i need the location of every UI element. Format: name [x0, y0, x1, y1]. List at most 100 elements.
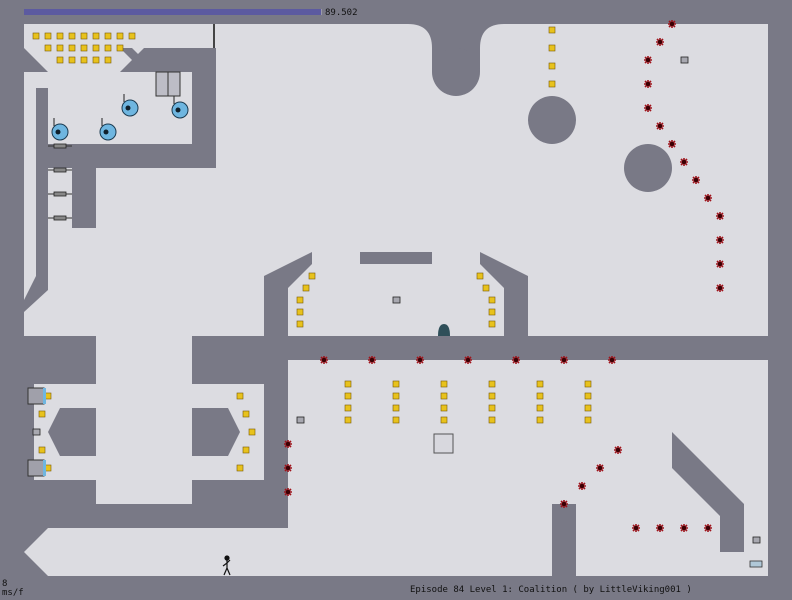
wall-block	[72, 144, 96, 228]
frame-speed-unit: ms/f	[2, 588, 24, 598]
mine-icon	[644, 80, 652, 88]
ninja-head	[224, 555, 230, 561]
mine-icon	[512, 356, 520, 364]
gold-icon	[584, 392, 592, 400]
mine-icon	[716, 212, 724, 220]
ninja-body	[222, 559, 231, 576]
mine-core	[705, 525, 711, 531]
gold-icon	[488, 296, 496, 304]
gold-icon	[248, 428, 256, 436]
gold-icon	[440, 416, 448, 424]
mine-core	[657, 39, 663, 45]
mine-core	[645, 81, 651, 87]
mine-core	[609, 357, 615, 363]
mine-icon	[632, 524, 640, 532]
gold-icon	[392, 404, 400, 412]
zap-drone-icon	[438, 324, 450, 336]
gauss-turret-icon	[51, 118, 69, 141]
mine-core	[669, 21, 675, 27]
gold-icon	[56, 44, 64, 52]
wall-block	[24, 384, 34, 480]
gold-icon	[80, 44, 88, 52]
mine-icon	[704, 194, 712, 202]
time-bar-fill	[24, 9, 321, 15]
gold-icon	[536, 392, 544, 400]
mine-core	[717, 213, 723, 219]
mine-icon	[578, 482, 586, 490]
mine-core	[513, 357, 519, 363]
mine-core	[717, 285, 723, 291]
wall-block	[288, 336, 768, 360]
level-title: Episode 84 Level 1: Coalition ( by Littl…	[410, 585, 692, 595]
gold-icon	[236, 392, 244, 400]
wall-block	[360, 252, 432, 264]
gold-icon	[56, 56, 64, 64]
gold-icon	[80, 56, 88, 64]
mine-icon	[560, 500, 568, 508]
gold-icon	[296, 308, 304, 316]
mine-icon	[644, 56, 652, 64]
mine-icon	[464, 356, 472, 364]
wall-slope	[480, 252, 528, 336]
gold-icon	[440, 392, 448, 400]
locked-door-icon	[27, 459, 45, 477]
mine-icon	[656, 122, 664, 130]
mine-icon	[680, 524, 688, 532]
gold-icon	[68, 56, 76, 64]
wall-block	[24, 504, 96, 528]
wall-block	[24, 336, 96, 384]
mine-core	[705, 195, 711, 201]
mine-core	[597, 465, 603, 471]
gold-icon	[344, 416, 352, 424]
switch-icon	[680, 56, 689, 64]
gold-icon	[296, 296, 304, 304]
gold-icon	[536, 380, 544, 388]
mine-icon	[284, 440, 292, 448]
floor-area	[24, 528, 584, 576]
gold-icon	[242, 410, 250, 418]
launch-pad-icon	[53, 191, 67, 197]
gold-icon	[392, 392, 400, 400]
gold-icon	[308, 272, 316, 280]
gold-icon	[44, 32, 52, 40]
gold-icon	[488, 380, 496, 388]
gold-icon	[302, 284, 310, 292]
gold-icon	[392, 380, 400, 388]
wall-slope	[120, 48, 216, 72]
gold-icon	[392, 416, 400, 424]
locked-door-icon	[27, 387, 45, 405]
gold-icon	[536, 404, 544, 412]
gold-icon	[482, 284, 490, 292]
mine-icon	[596, 464, 604, 472]
floor-area	[96, 336, 192, 504]
wall-slope	[24, 552, 48, 576]
gold-icon	[116, 32, 124, 40]
mine-icon	[284, 488, 292, 496]
wall-slope	[24, 528, 48, 552]
mine-core	[417, 357, 423, 363]
mine-icon	[716, 260, 724, 268]
gauss-turret-icon	[121, 94, 139, 117]
mine-icon	[656, 524, 664, 532]
mine-icon	[608, 356, 616, 364]
mine-core	[633, 525, 639, 531]
switch-icon	[752, 536, 761, 544]
turret-eye	[55, 129, 61, 135]
ninja-icon	[222, 555, 231, 576]
gold-icon	[548, 26, 556, 34]
wall-round	[432, 48, 480, 96]
gold-icon	[128, 32, 136, 40]
gold-icon	[92, 32, 100, 40]
mine-icon	[284, 464, 292, 472]
gold-icon	[104, 56, 112, 64]
gold-icon	[476, 272, 484, 280]
gold-icon	[68, 44, 76, 52]
gold-icon	[488, 416, 496, 424]
gold-icon	[56, 32, 64, 40]
gold-icon	[584, 380, 592, 388]
wall-slope	[672, 432, 744, 552]
mine-core	[657, 525, 663, 531]
gold-icon	[104, 32, 112, 40]
gold-icon	[242, 446, 250, 454]
